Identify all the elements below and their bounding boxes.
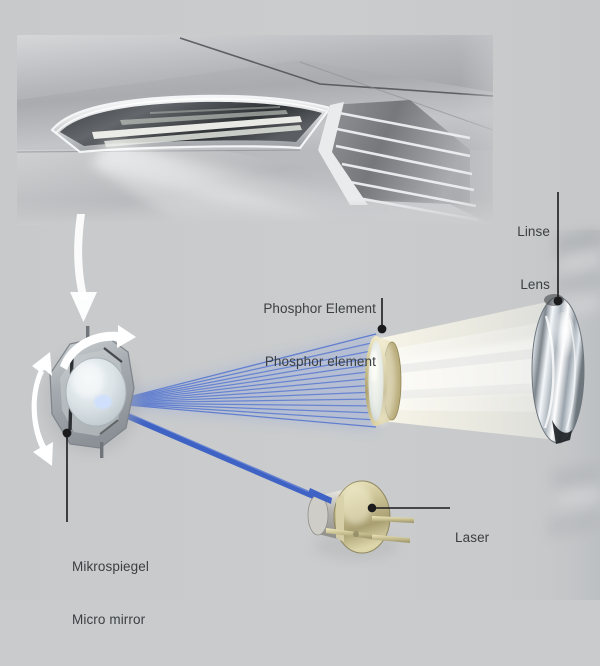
label-mirror-de: Mikrospiegel [72,558,149,574]
laser-ray-fan-glow [105,332,376,430]
leader-dot-phosphor [377,324,387,334]
laser-beam-incident [106,404,331,506]
label-lens-en: Lens [520,277,550,293]
laser-diode [307,480,414,560]
flow-arrow-down [70,214,97,322]
leader-dot-laser [367,503,377,513]
rotation-arrow-horizontal [60,325,136,370]
laser-pins [326,516,414,543]
laser-headlight-diagram [0,0,600,600]
car-headlight-photo [17,35,493,225]
label-laser: Laser [455,497,535,579]
rotation-arrow-vertical [31,352,53,466]
phosphor-element [365,336,402,426]
label-lens-de: Linse [517,223,550,239]
label-lens: Linse Lens [470,186,550,331]
micro-mirror-assembly [31,325,140,466]
leader-lines [66,192,559,522]
label-phosphor-de: Phosphor Element [263,300,376,316]
leader-dot-lens [553,296,563,306]
headlight-lamp [50,94,332,154]
leader-dots [62,296,563,513]
light-beam-cone [372,300,556,440]
label-phosphor-en: Phosphor element [264,354,376,370]
label-phosphor-element: Phosphor Element Phosphor element [236,263,376,408]
diagram-canvas: Phosphor Element Phosphor element Linse … [0,0,600,627]
label-mirror-en: Micro mirror [72,612,146,628]
label-micro-mirror: Mikrospiegel Micro mirror [72,521,222,666]
leader-dot-micro-mirror [62,428,72,438]
label-laser-de: Laser [455,530,490,546]
